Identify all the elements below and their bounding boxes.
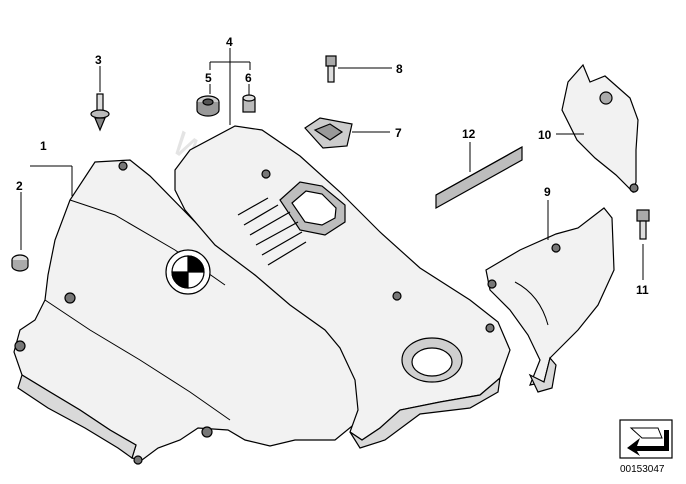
sealing-strip-part-12 xyxy=(435,145,523,210)
callout-6: 6 xyxy=(245,71,252,85)
grommet-part-5 xyxy=(196,95,220,117)
callout-4: 4 xyxy=(226,35,233,49)
callout-1: 1 xyxy=(40,139,47,153)
bolt-part-8 xyxy=(325,55,337,83)
grommet-part-2 xyxy=(11,254,29,272)
reference-icon-box: 00153047 xyxy=(619,419,673,475)
callout-5: 5 xyxy=(205,71,212,85)
callout-12: 12 xyxy=(462,127,476,141)
clip-part-7 xyxy=(304,117,353,149)
callout-7: 7 xyxy=(395,126,402,140)
callout-8: 8 xyxy=(396,62,403,76)
bolt-part-11 xyxy=(636,209,650,240)
sleeve-part-6 xyxy=(242,94,256,113)
callout-3: 3 xyxy=(95,53,102,67)
callout-labels: 1 2 3 4 5 6 7 8 9 10 11 12 xyxy=(16,35,649,297)
reference-box-border xyxy=(619,419,673,459)
callout-10: 10 xyxy=(538,128,552,142)
intake-opening xyxy=(279,181,346,236)
callout-11: 11 xyxy=(636,283,649,297)
top-engine-cover xyxy=(174,125,511,449)
cover-slots xyxy=(237,197,307,266)
bracket-part-10 xyxy=(561,63,639,194)
heat-shield-part-9 xyxy=(485,207,615,393)
bmw-logo xyxy=(165,249,211,295)
leader-lines xyxy=(20,48,644,280)
front-engine-cover xyxy=(13,159,363,465)
rivet-part-3 xyxy=(90,93,110,132)
callout-2: 2 xyxy=(16,179,23,193)
arrow-icon xyxy=(627,430,669,456)
callout-9: 9 xyxy=(544,185,551,199)
reference-id: 00153047 xyxy=(620,464,665,475)
oil-filler-opening xyxy=(401,337,463,383)
